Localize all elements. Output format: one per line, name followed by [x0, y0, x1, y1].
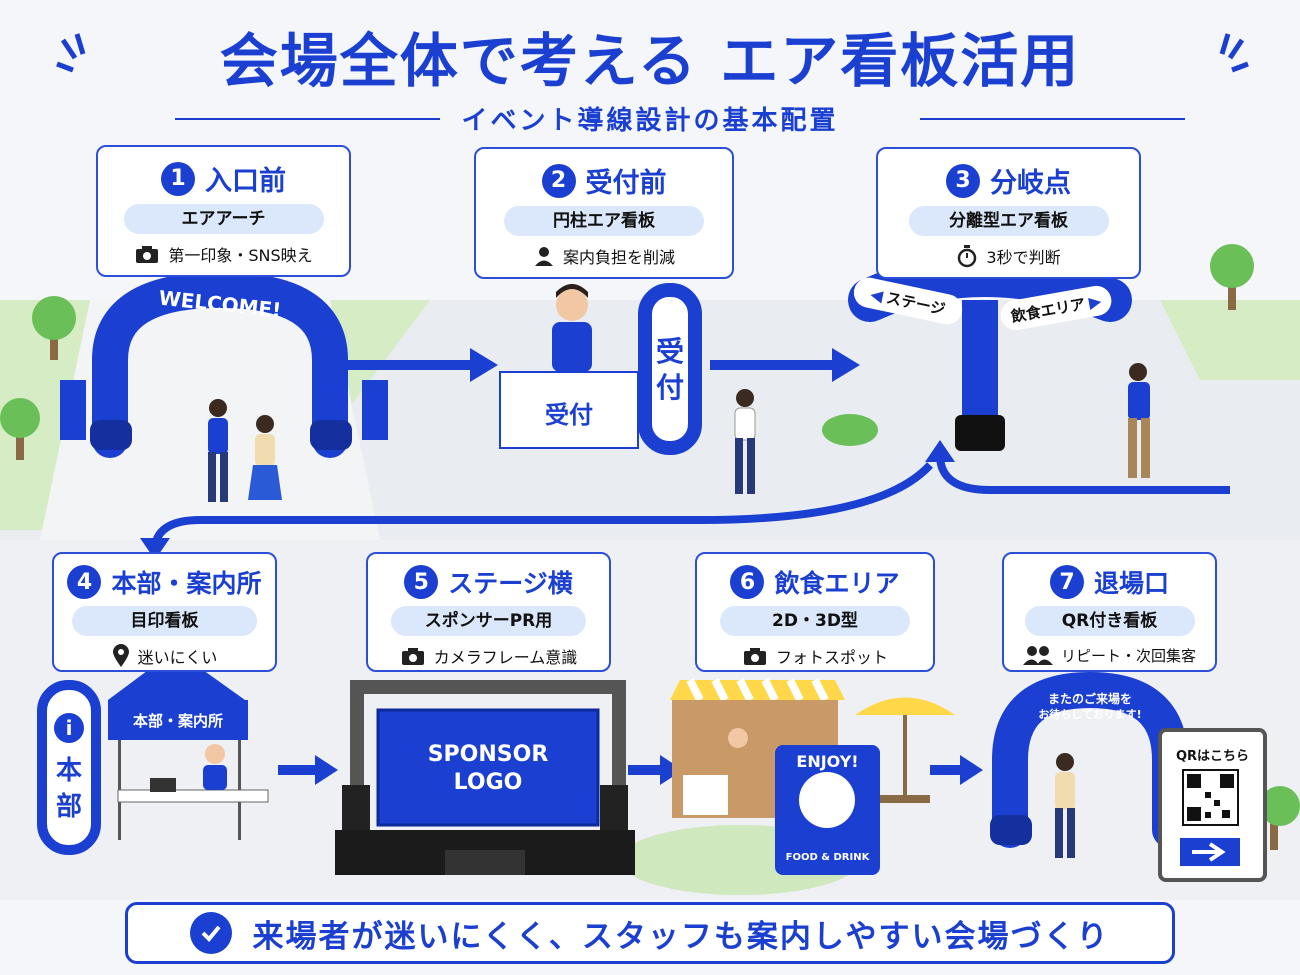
- arrow-left-icon: ◀: [868, 283, 885, 305]
- step-number: 4: [67, 565, 102, 599]
- food-drink-text: FOOD & DRINK: [785, 852, 870, 863]
- camera-icon: [743, 648, 766, 665]
- card-note: 迷いにくい: [137, 648, 218, 667]
- card-exit: 7 退場口 QR付き看板 リピート・次回集客: [1002, 552, 1217, 672]
- card-pill: スポンサーPR用: [391, 606, 586, 636]
- info-column-top: 本: [55, 756, 82, 786]
- card-heading: ステージ横: [448, 569, 573, 598]
- person-icon: [534, 247, 553, 266]
- sponsor-line2: LOGO: [453, 770, 523, 795]
- camera-icon: [401, 648, 424, 665]
- card-heading: 受付前: [585, 168, 667, 199]
- card-stage-side: 5 ステージ横 スポンサーPR用 カメラフレーム意識: [366, 552, 611, 672]
- sponsor-line1: SPONSOR: [427, 742, 549, 767]
- card-reception: 2 受付前 円柱エア看板 案内負担を削減: [474, 147, 734, 279]
- tree-icon: [32, 296, 76, 360]
- card-note: カメラフレーム意識: [433, 648, 578, 667]
- footer-message: 来場者が迷いにくく、スタッフも案内しやすい会場づくり: [252, 918, 1110, 955]
- tent-label: 本部・案内所: [132, 712, 223, 730]
- card-pill: 2D・3D型: [720, 606, 910, 636]
- reception-column-top: 受: [655, 335, 684, 368]
- title-spark-right-icon: [1219, 33, 1249, 73]
- footer-banner: 来場者が迷いにくく、スタッフも案内しやすい会場づくり: [125, 902, 1175, 964]
- people-icon: [1022, 646, 1053, 665]
- step-number: 1: [161, 161, 195, 196]
- card-heading: 入口前: [205, 166, 286, 197]
- card-pill: 目印看板: [72, 606, 257, 636]
- card-pill: 分離型エア看板: [908, 206, 1109, 236]
- card-note: 案内負担を削減: [562, 248, 675, 267]
- page-title: 会場全体で考える エア看板活用: [219, 27, 1081, 95]
- tree-icon: [1260, 786, 1300, 850]
- check-icon: [190, 912, 233, 954]
- card-heading: 本部・案内所: [111, 569, 262, 598]
- exit-message-line2: お待ちしております!: [1038, 708, 1142, 721]
- card-pill: エアアーチ: [123, 204, 324, 234]
- card-pill: QR付き看板: [1024, 606, 1195, 636]
- card-heading: 分岐点: [990, 168, 1071, 199]
- card-junction: 3 分岐点 分離型エア看板 3秒で判断: [876, 147, 1141, 279]
- step-number: 2: [541, 163, 576, 198]
- camera-icon: [136, 246, 159, 263]
- card-food-area: 6 飲食エリア 2D・3D型 フォトスポット: [695, 552, 935, 672]
- map-pin-icon: [112, 644, 129, 667]
- step-number: 6: [730, 565, 765, 599]
- qr-code-icon: [1182, 769, 1239, 826]
- subtitle-divider-left: [175, 118, 440, 120]
- tree-icon: [1210, 244, 1254, 310]
- info-column-bottom: 部: [55, 792, 82, 822]
- card-headquarters: 4 本部・案内所 目印看板 迷いにくい: [52, 552, 277, 672]
- enjoy-text: ENJOY!: [796, 752, 859, 771]
- reception-column-bottom: 付: [655, 371, 684, 404]
- info-i-text: i: [65, 716, 73, 740]
- qr-label: QRはこちら: [1175, 749, 1250, 764]
- arrow-right-icon: ▶: [1087, 290, 1103, 312]
- card-note: フォトスポット: [775, 648, 888, 667]
- card-note: リピート・次回集客: [1060, 646, 1196, 665]
- page-subtitle: イベント導線設計の基本配置: [461, 106, 839, 136]
- card-pill: 円柱エア看板: [504, 206, 704, 236]
- subtitle-divider-right: [920, 118, 1185, 120]
- card-entrance: 1 入口前 エアアーチ 第一印象・SNS映え: [96, 145, 351, 277]
- tree-icon: [0, 398, 40, 460]
- card-heading: 飲食エリア: [774, 569, 900, 598]
- card-heading: 退場口: [1093, 569, 1169, 598]
- step-number: 5: [404, 565, 439, 599]
- card-note: 3秒で判断: [986, 248, 1061, 267]
- step-number: 3: [946, 163, 980, 198]
- step-number: 7: [1049, 565, 1084, 599]
- stopwatch-icon: [958, 245, 977, 268]
- info-i-icon: i: [54, 713, 84, 743]
- title-spark-left-icon: [56, 33, 86, 73]
- exit-message-line1: またのご来場を: [1047, 692, 1132, 706]
- reception-desk-label: 受付: [545, 401, 593, 429]
- card-note: 第一印象・SNS映え: [168, 246, 313, 265]
